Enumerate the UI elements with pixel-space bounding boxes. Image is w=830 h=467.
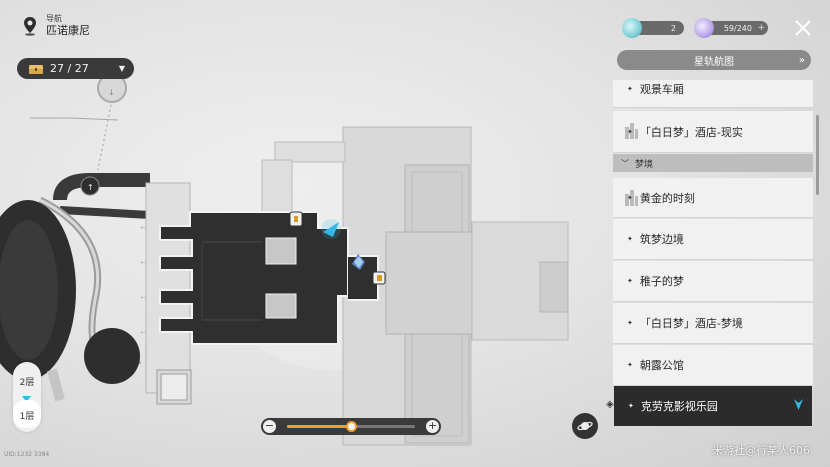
map-path: [30, 117, 119, 121]
starmap-label: 星轨航图: [694, 56, 734, 68]
navigation-header: 导航 匹诺康尼: [22, 14, 90, 38]
watermark: 米游社@行某人606: [712, 444, 810, 457]
location-label: 稚子的梦: [639, 275, 684, 288]
player-arrow-icon: [321, 219, 341, 239]
elevator-marker[interactable]: [289, 211, 303, 227]
planet-icon: [577, 421, 593, 431]
chevron-down-icon: ﹀: [621, 158, 629, 168]
location-item[interactable]: ✦ 黄金的时刻: [613, 178, 813, 218]
location-label: 克劳克影视乐园: [640, 400, 718, 413]
bullet-icon: ✦: [627, 277, 633, 285]
floor-selector[interactable]: 2层 1层: [13, 362, 41, 432]
section-header-dream: ﹀ 梦境: [613, 154, 813, 172]
stamina-orb-icon: [694, 18, 714, 38]
location-label: 朝露公馆: [639, 359, 684, 372]
location-label: 「白日梦」酒店-现实: [639, 125, 743, 139]
location-pin-icon: [24, 16, 36, 36]
planet-map-button[interactable]: [572, 413, 598, 439]
door-exit-icon[interactable]: [372, 271, 386, 285]
location-item[interactable]: ✦ 「白日梦」酒店-现实: [613, 111, 813, 153]
star-rail-map-button[interactable]: 星轨航图 »: [617, 50, 811, 70]
location-label: 筑梦边境: [639, 233, 684, 246]
location-item[interactable]: ✦ 观景车厢: [613, 80, 813, 108]
current-location-arrow-icon: [794, 399, 803, 410]
bullet-icon: ✦: [627, 319, 633, 327]
track-arrow-icon: ←: [140, 293, 147, 302]
track-arrow-icon: ↓: [108, 88, 115, 97]
track-arrow-icon: ←: [140, 328, 147, 337]
space-anchor-icon[interactable]: [352, 254, 365, 270]
chest-counter-dropdown[interactable]: 27 / 27 ▼: [17, 58, 134, 79]
floor-button[interactable]: 2层: [19, 378, 35, 388]
nav-label: 导航: [46, 14, 62, 23]
current-floor-arrow-icon: [22, 396, 31, 402]
bullet-icon: ✦: [628, 402, 634, 410]
location-item[interactable]: ✦ 稚子的梦: [613, 261, 813, 302]
double-chevron-right-icon: »: [798, 54, 805, 66]
location-label: 「白日梦」酒店-梦境: [639, 317, 743, 330]
floor-button-active[interactable]: 1层: [13, 400, 41, 428]
location-item[interactable]: ✦ 「白日梦」酒店-梦境: [613, 303, 813, 344]
location-label: 观景车厢: [639, 82, 684, 96]
add-stamina-icon[interactable]: +: [757, 23, 765, 33]
bullet-icon: ✦: [627, 193, 633, 202]
selection-pointer-icon: ◈: [606, 399, 614, 410]
zoom-fill: [287, 425, 351, 428]
uid-text: UID:1232 3384: [4, 451, 50, 458]
map-track-west: [0, 73, 151, 402]
location-item[interactable]: ✦ 朝露公馆: [613, 345, 813, 386]
bullet-icon: ✦: [627, 361, 633, 369]
chest-count: 27 / 27: [50, 62, 89, 75]
list-scrollbar[interactable]: [816, 115, 819, 195]
building-silhouette-icon: [625, 190, 638, 206]
zoom-slider[interactable]: [287, 421, 415, 432]
location-label: 黄金的时刻: [639, 191, 695, 205]
fuel-orb-icon: [622, 18, 642, 38]
zoom-in-button[interactable]: +: [426, 419, 439, 433]
map-building-main: [145, 182, 379, 405]
track-arrow-icon: ←: [140, 223, 147, 232]
bullet-icon: ✦: [627, 84, 633, 93]
zoom-slider-handle[interactable]: [346, 421, 357, 432]
map-path-dotted: [97, 99, 113, 171]
stamina-resource[interactable]: 59/240 +: [694, 18, 768, 38]
location-item-selected[interactable]: ✦ 克劳克影视乐园: [613, 385, 813, 427]
chevron-down-icon: ▼: [118, 64, 125, 73]
stamina-value: 59/240: [723, 23, 752, 33]
close-icon[interactable]: [793, 18, 813, 38]
section-label: 梦境: [635, 159, 654, 170]
fuel-resource[interactable]: 2: [622, 18, 684, 38]
fuel-value: 2: [670, 23, 676, 33]
location-item[interactable]: ✦ 筑梦边境: [613, 219, 813, 260]
bullet-icon: ✦: [627, 127, 633, 136]
region-name: 匹诺康尼: [46, 24, 90, 37]
track-arrow-icon: ←: [140, 258, 147, 267]
bullet-icon: ✦: [627, 235, 633, 243]
zoom-control: − +: [261, 418, 441, 435]
chest-icon: [29, 64, 43, 74]
building-silhouette-icon: [625, 123, 638, 139]
track-arrow-icon: ↑: [87, 183, 94, 192]
location-list[interactable]: ✦ 观景车厢 ✦ 「白日梦」酒店-现实 ﹀ 梦境 ✦ 黄金的时刻 ✦ 筑梦边境 …: [613, 80, 813, 467]
zoom-out-button[interactable]: −: [263, 419, 276, 433]
